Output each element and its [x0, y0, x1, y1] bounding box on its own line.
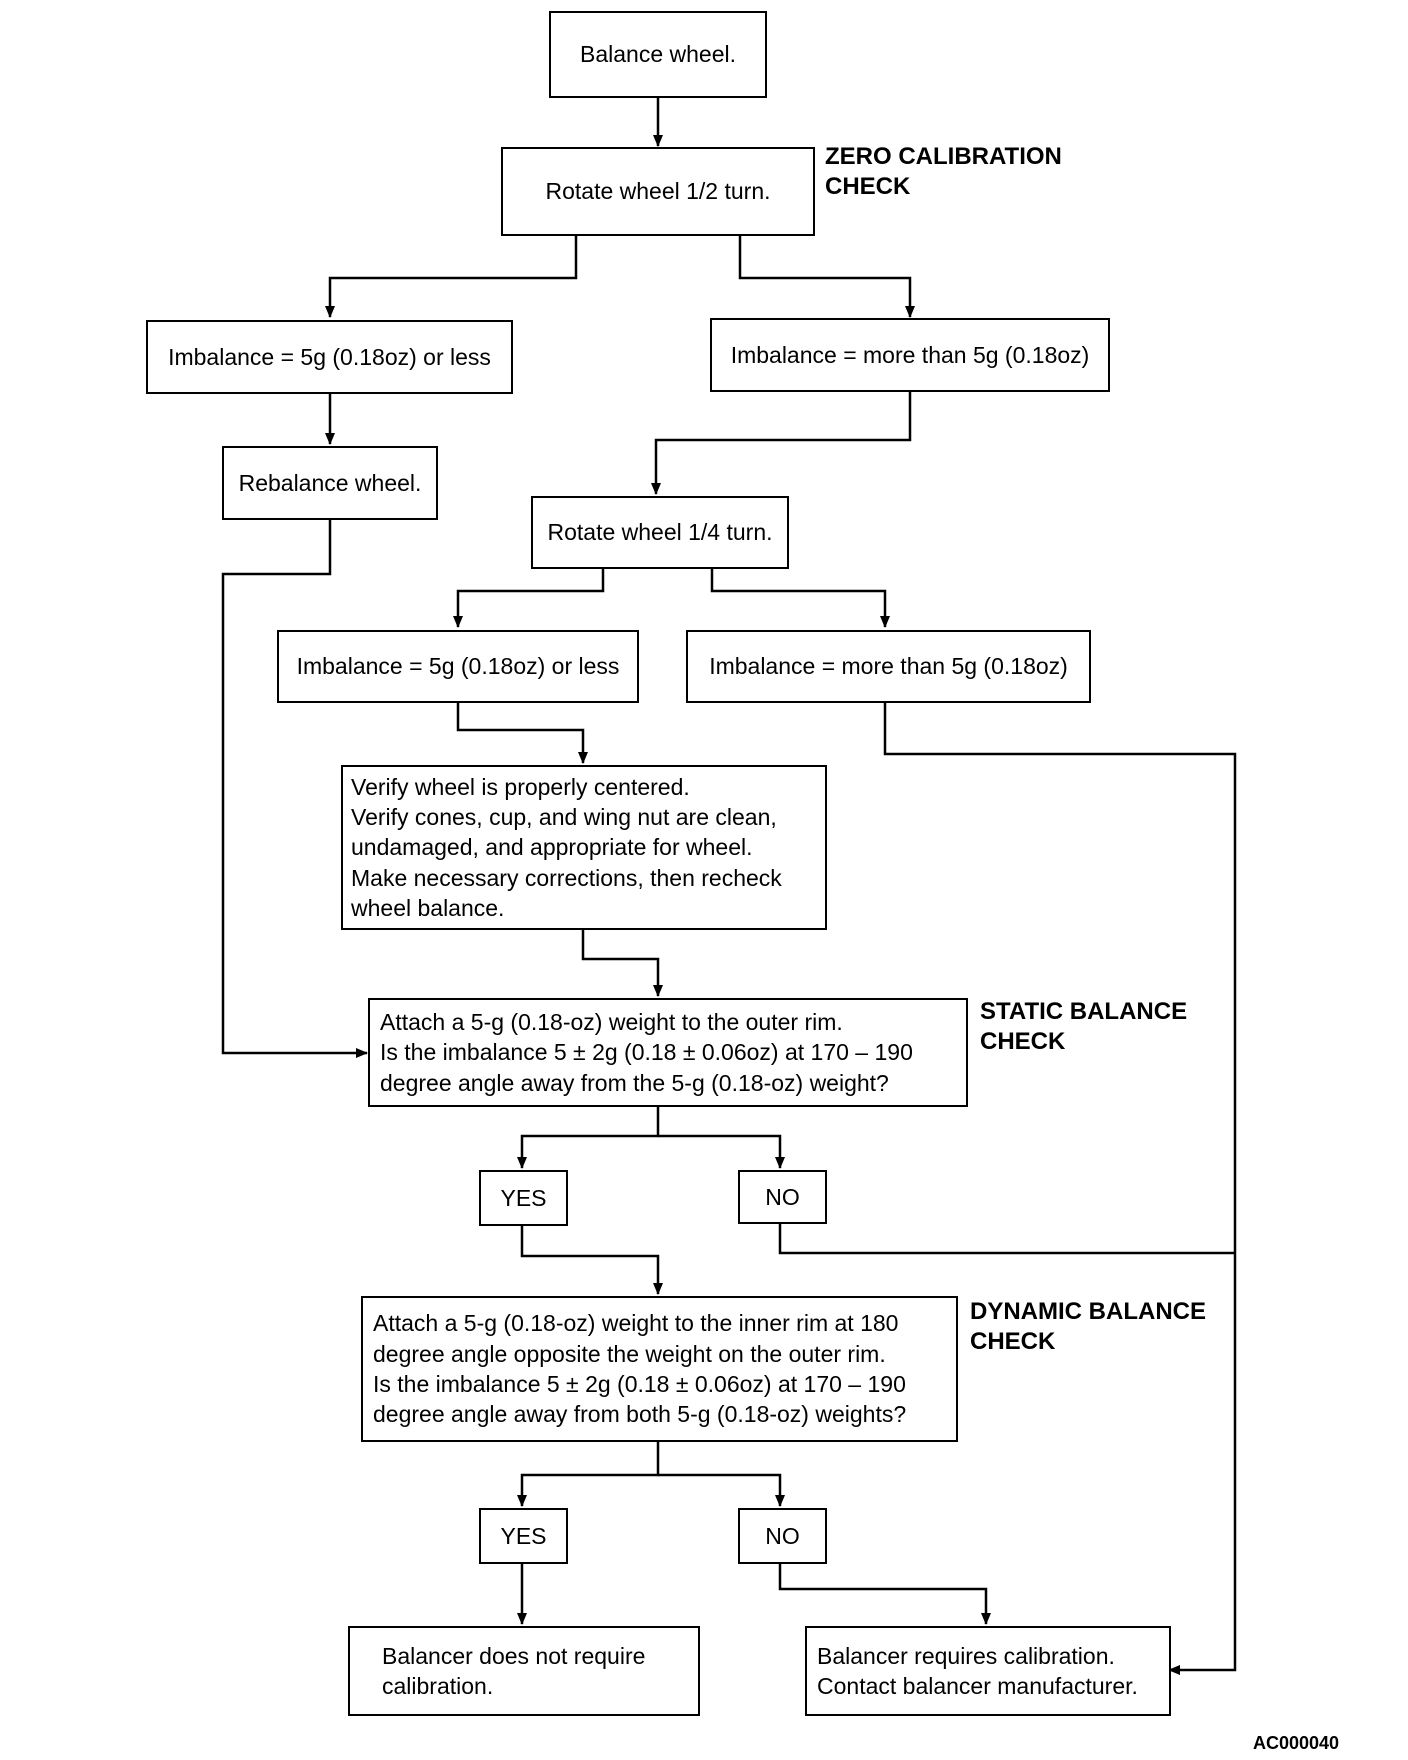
node-calibration-required: Balancer requires calibration. Contact b… — [805, 1626, 1171, 1716]
arrow-rotate-half-to-less — [325, 236, 578, 318]
arrow-less-to-verify — [456, 701, 588, 764]
connector-no-to-main-line — [778, 1222, 1235, 1255]
node-rotate-quarter-turn: Rotate wheel 1/4 turn. — [531, 496, 789, 569]
arrow-yes-to-dynamic — [520, 1224, 663, 1295]
node-no-2: NO — [738, 1508, 827, 1564]
arrow-rotate-half-to-more — [738, 236, 915, 318]
arrow-no-to-calibration — [778, 1562, 991, 1625]
node-imbalance-more-1: Imbalance = more than 5g (0.18oz) — [710, 318, 1110, 392]
node-yes-2: YES — [479, 1508, 568, 1564]
node-yes-1: YES — [479, 1170, 568, 1226]
node-balance-wheel: Balance wheel. — [549, 11, 767, 98]
node-imbalance-less-2: Imbalance = 5g (0.18oz) or less — [277, 630, 639, 703]
node-rebalance-wheel: Rebalance wheel. — [222, 446, 438, 520]
figure-code: AC000040 — [1253, 1733, 1340, 1753]
arrow-more-to-rotate-quarter — [651, 391, 912, 495]
arrow-rebalance-to-static — [221, 518, 368, 1058]
arrow-static-to-yes — [517, 1105, 660, 1169]
arrow-rotate-quarter-to-less — [453, 568, 605, 628]
arrow-dynamic-to-yes — [517, 1440, 660, 1507]
node-static-balance-check: Attach a 5-g (0.18-oz) weight to the out… — [368, 998, 968, 1107]
section-dynamic-balance-check: DYNAMIC BALANCE CHECK — [970, 1298, 1206, 1355]
node-rotate-half-turn: Rotate wheel 1/2 turn. — [501, 147, 815, 236]
node-dynamic-balance-check: Attach a 5-g (0.18-oz) weight to the inn… — [361, 1296, 958, 1442]
node-imbalance-less-1: Imbalance = 5g (0.18oz) or less — [146, 320, 513, 394]
arrow-more-to-calibration — [883, 701, 1237, 1675]
arrow-static-to-no — [658, 1134, 785, 1169]
node-no-calibration-required: Balancer does not require calibration. — [348, 1626, 700, 1716]
node-imbalance-more-2: Imbalance = more than 5g (0.18oz) — [686, 630, 1091, 703]
section-static-balance-check: STATIC BALANCE CHECK — [980, 998, 1188, 1055]
arrow-rotate-quarter-to-more — [710, 568, 890, 628]
node-verify-wheel: Verify wheel is properly centered. Verif… — [341, 765, 827, 930]
arrow-dynamic-to-no — [658, 1473, 785, 1507]
arrow-verify-to-static — [581, 928, 663, 997]
section-zero-calibration-check: ZERO CALIBRATION CHECK — [825, 143, 1062, 200]
node-no-1: NO — [738, 1170, 827, 1224]
